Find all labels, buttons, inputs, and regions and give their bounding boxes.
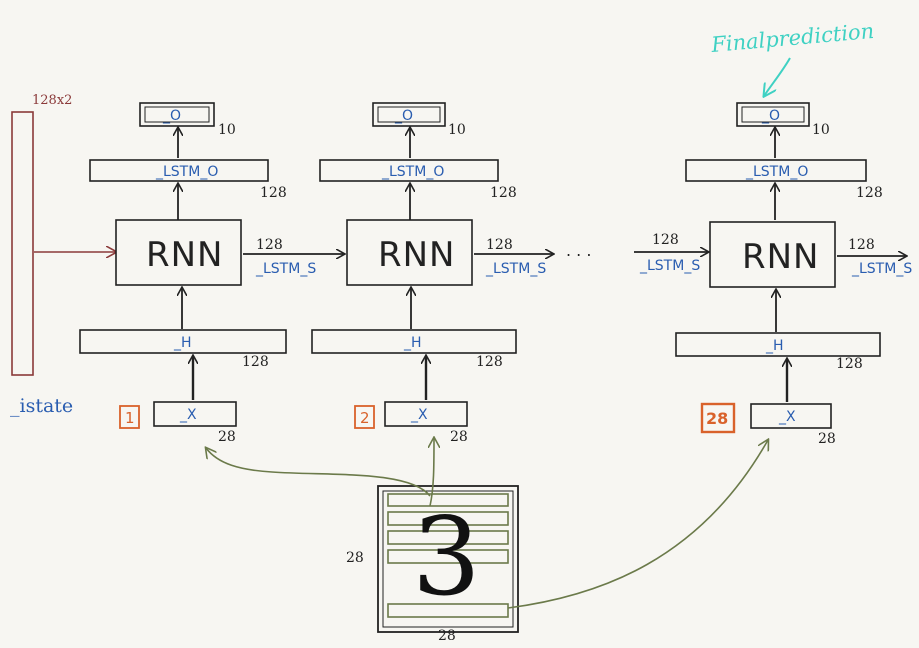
row-arrow-to-step-1 <box>206 448 431 497</box>
lstm-o-label: _LSTM_O <box>745 164 808 180</box>
hidden-label: _H <box>765 338 784 354</box>
timestep-column-2: _O 10 _LSTM_O 128 RNN 128 _LSTM_S _H 128… <box>311 102 553 445</box>
state-in-size: 128 <box>652 232 679 248</box>
lstm-o-label: _LSTM_O <box>155 164 218 180</box>
lstm-o-label: _LSTM_O <box>381 164 444 180</box>
hidden-label: _H <box>173 335 192 351</box>
lstm-o-box <box>319 159 499 182</box>
input-size: 28 <box>450 429 468 445</box>
final-prediction-annotation: Finalprediction <box>709 19 875 57</box>
hidden-size: 128 <box>836 356 863 372</box>
output-box-inner <box>741 106 805 123</box>
image-width-label: 28 <box>438 628 456 643</box>
state-out-size: 128 <box>848 237 875 253</box>
rnn-cell <box>709 221 836 288</box>
step-badge <box>700 402 736 434</box>
output-label: _O <box>761 108 780 124</box>
step-badge <box>354 405 375 429</box>
hidden-box <box>311 329 517 354</box>
input-label: _X <box>410 407 428 423</box>
image-row-stripe <box>387 549 509 564</box>
image-row-stripe <box>387 530 509 545</box>
image-frame-inner <box>382 490 514 628</box>
row-arrow-to-step-28 <box>507 440 768 609</box>
hidden-size: 128 <box>476 354 503 370</box>
output-box-inner <box>377 106 441 123</box>
state-out-label: _LSTM_S <box>851 261 912 277</box>
image-row-stripe <box>387 511 509 526</box>
input-box <box>153 401 237 427</box>
rnn-label: RNN <box>742 237 820 277</box>
state-in-label: _LSTM_S <box>639 258 700 274</box>
final-prediction-arrow <box>764 57 791 96</box>
hidden-box <box>79 329 287 354</box>
lstm-o-size: 128 <box>260 185 287 201</box>
lstm-o-size: 128 <box>490 185 517 201</box>
output-label: _O <box>162 108 181 124</box>
image-row-stripe <box>387 603 509 618</box>
state-out-size: 128 <box>486 237 513 253</box>
input-size: 28 <box>218 429 236 445</box>
input-box <box>750 403 832 429</box>
rnn-cell <box>346 219 473 286</box>
hidden-box <box>675 332 881 357</box>
output-size: 10 <box>812 122 830 138</box>
timestep-column-1: _O 10 _LSTM_O 128 RNN 128 _LSTM_S _H 128… <box>79 102 344 445</box>
rnn-label: RNN <box>378 235 456 275</box>
hidden-size: 128 <box>242 354 269 370</box>
row-arrow-to-step-2 <box>430 438 434 507</box>
input-box <box>384 401 468 427</box>
input-label: _X <box>179 407 197 423</box>
output-size: 10 <box>448 122 466 138</box>
lstm-o-box <box>89 159 269 182</box>
state-out-size: 128 <box>256 237 283 253</box>
input-size: 28 <box>818 431 836 447</box>
state-out-label: _LSTM_S <box>255 261 316 277</box>
istate-bar <box>11 111 34 376</box>
output-label: _O <box>394 108 413 124</box>
hidden-label: _H <box>403 335 422 351</box>
istate-label: _istate <box>10 395 73 417</box>
input-image: 3 28 28 <box>346 485 519 644</box>
image-height-label: 28 <box>346 550 364 566</box>
lstm-o-size: 128 <box>856 185 883 201</box>
image-row-stripe <box>387 493 509 507</box>
output-box-inner <box>144 106 210 123</box>
lstm-o-box <box>685 159 867 182</box>
image-frame <box>377 485 519 633</box>
rnn-label: RNN <box>146 235 224 275</box>
rnn-cell <box>115 219 242 286</box>
step-badge <box>119 405 140 429</box>
output-size: 10 <box>218 122 236 138</box>
step-number: 28 <box>706 409 728 428</box>
step-number: 1 <box>125 409 135 427</box>
digit: 3 <box>412 495 481 620</box>
ellipsis: . . . <box>566 241 591 260</box>
step-number: 2 <box>360 409 370 427</box>
istate-size: 128x2 <box>32 93 72 108</box>
state-out-label: _LSTM_S <box>485 261 546 277</box>
input-label: _X <box>778 409 796 425</box>
timestep-column-28: _O 10 _LSTM_O 128 128 _LSTM_S RNN 128 _L… <box>634 102 912 447</box>
